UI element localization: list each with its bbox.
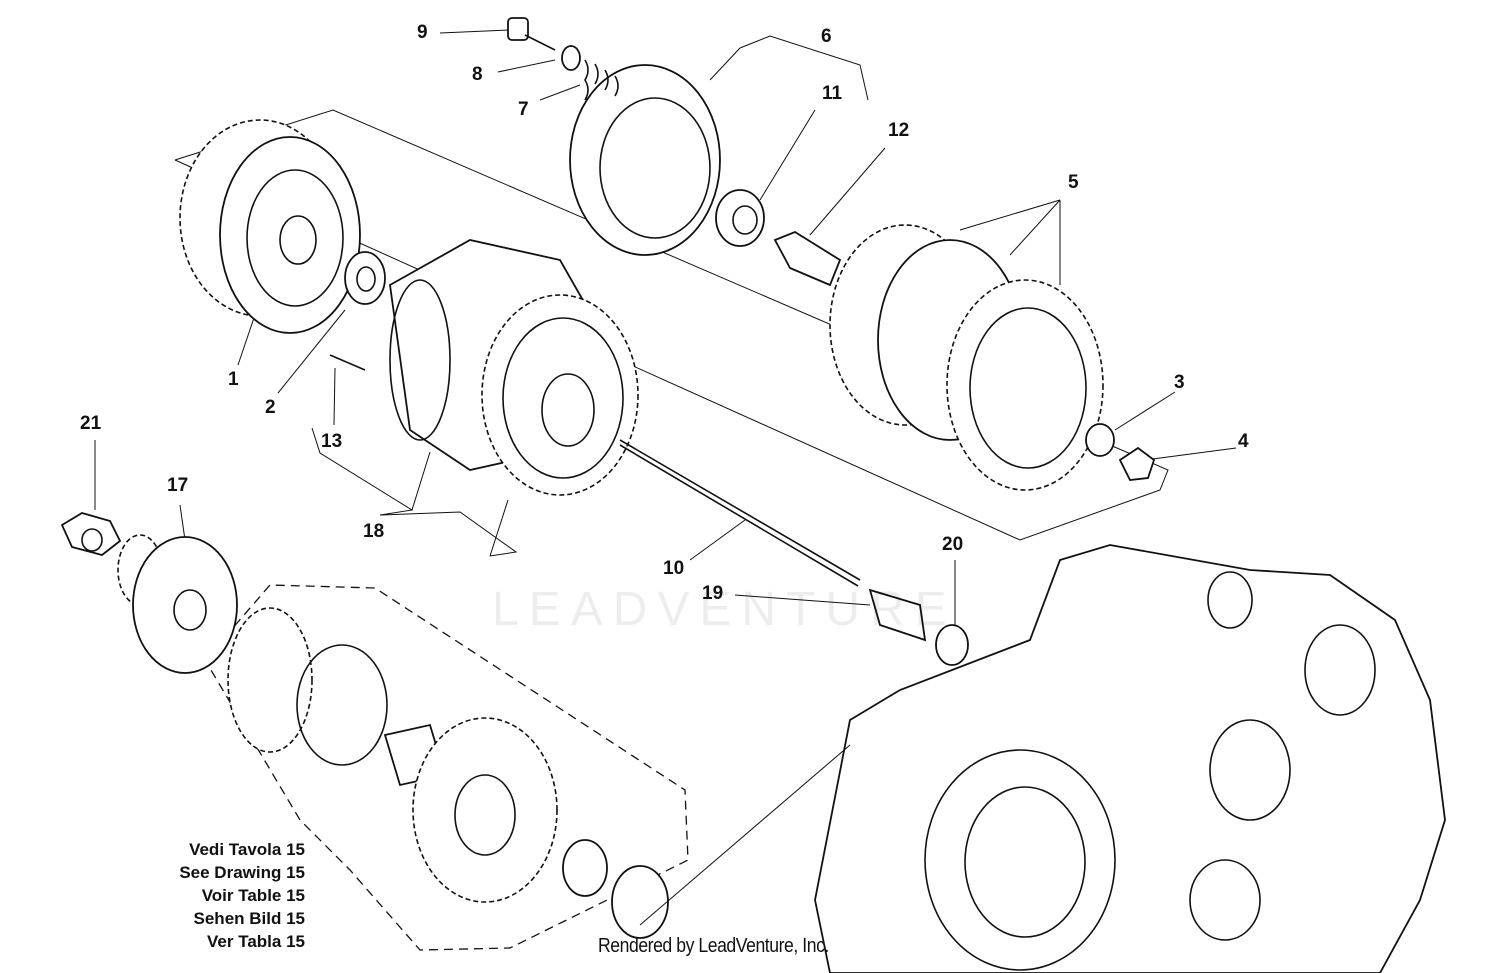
part-3-nut [1085, 423, 1115, 457]
leader-lines [94, 29, 1237, 625]
part-13-pin [329, 354, 366, 371]
crankcase [639, 544, 1446, 973]
part-17-primary-gear [117, 534, 238, 674]
part-20-washer [935, 624, 969, 666]
part-6-pressure-plate [569, 64, 721, 256]
callout-7: 7 [518, 99, 529, 120]
callout-6: 6 [821, 26, 832, 47]
callout-3: 3 [1174, 372, 1185, 393]
part-10-push-rod-edge [619, 444, 859, 587]
part-21-nut [60, 512, 122, 556]
part-19-sleeve [868, 588, 927, 642]
callout-10: 10 [663, 558, 685, 579]
callout-5: 5 [1068, 172, 1079, 193]
callout-13: 13 [321, 431, 343, 452]
reference-note-es: Ver Tabla 15 [207, 932, 305, 951]
callout-17: 17 [167, 475, 189, 496]
part-4-lock-washer [1118, 446, 1156, 481]
starter-subassembly-outline [204, 584, 689, 951]
reference-note-it: Vedi Tavola 15 [189, 840, 305, 859]
starter-clutch-parts [227, 607, 669, 939]
callout-2: 2 [265, 397, 276, 418]
part-1-clutch-drum [179, 119, 361, 334]
part-2-thrust-washer [344, 251, 386, 305]
callout-1: 1 [228, 369, 239, 390]
callout-9: 9 [417, 22, 428, 43]
callout-18: 18 [363, 521, 385, 542]
part-11-bearing-race [732, 205, 758, 235]
callout-12: 12 [888, 120, 910, 141]
callout-4: 4 [1238, 431, 1249, 452]
callout-19: 19 [702, 583, 724, 604]
part-21-nut-bore [81, 528, 103, 552]
part-18-clutch-basket [389, 239, 639, 496]
assembly-outline [174, 109, 1169, 541]
callout-11: 11 [822, 83, 843, 104]
leadventure-watermark: LEADVENTURE [492, 583, 957, 636]
part-12-push-piece [773, 230, 842, 287]
part-10-push-rod [619, 439, 861, 581]
callout-8: 8 [472, 64, 483, 85]
part-7-spring [584, 59, 619, 101]
part-2-washer-hole [356, 266, 376, 292]
callout-21: 21 [80, 413, 102, 434]
part-8-washer [561, 45, 581, 71]
part-5-clutch-plates [829, 224, 1104, 491]
reference-note-fr: Voir Table 15 [201, 886, 305, 905]
part-9-bolt [507, 17, 556, 51]
reference-note-de: Sehen Bild 15 [193, 909, 305, 928]
render-credit: Rendered by LeadVenture, Inc. [598, 935, 829, 957]
callout-20: 20 [942, 534, 964, 555]
reference-note-en: See Drawing 15 [179, 863, 305, 882]
